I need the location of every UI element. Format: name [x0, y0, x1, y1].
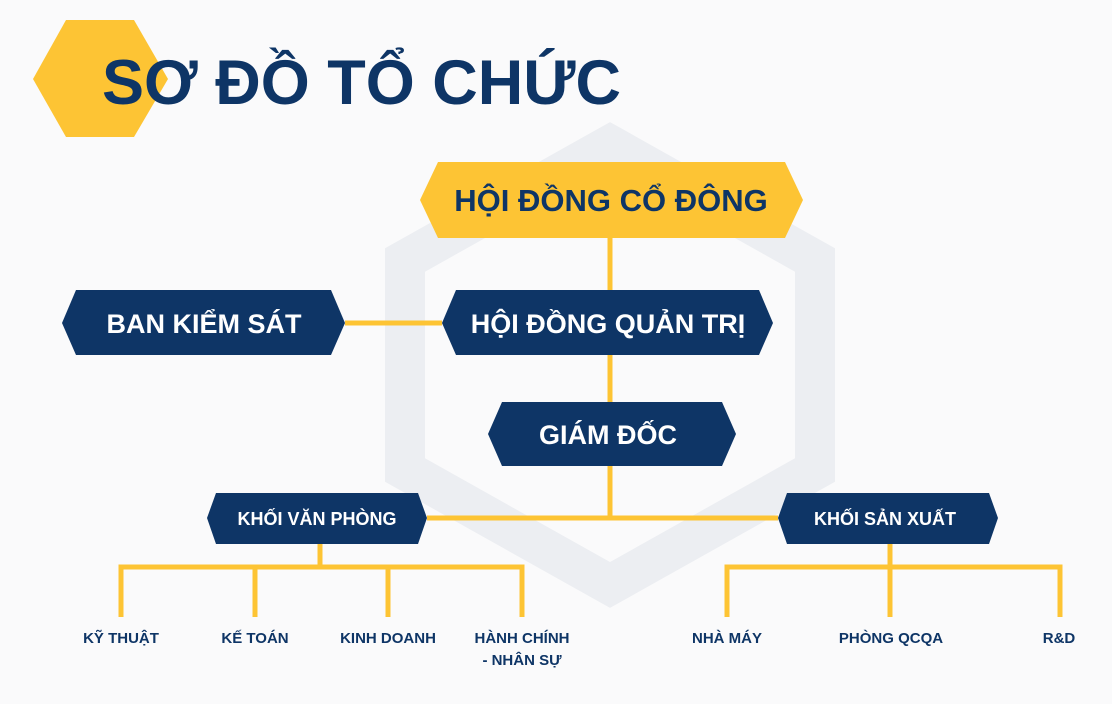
node-shareholders: HỘI ĐỒNG CỔ ĐÔNG — [420, 162, 803, 238]
watermark-logo — [385, 122, 835, 608]
dept-hanh-chinh: HÀNH CHÍNH — [475, 630, 570, 647]
node-director: GIÁM ĐỐC — [488, 402, 736, 466]
node-board: HỘI ĐỒNG QUẢN TRỊ — [442, 290, 773, 355]
node-office-block: KHỐI VĂN PHÒNG — [207, 493, 427, 544]
connector-lines — [118, 238, 1063, 617]
dept-qcqa: PHÒNG QCQA — [839, 629, 943, 647]
svg-text:KHỐI SẢN XUẤT: KHỐI SẢN XUẤT — [814, 508, 956, 529]
page-title: SƠ ĐỒ TỔ CHỨC — [102, 47, 621, 118]
dept-kinh-doanh: KINH DOANH — [340, 630, 436, 647]
node-supervisory: BAN KIỂM SÁT — [62, 290, 345, 355]
dept-rnd: R&D — [1043, 630, 1076, 647]
svg-text:GIÁM ĐỐC: GIÁM ĐỐC — [539, 418, 677, 450]
svg-text:HỘI ĐỒNG CỔ ĐÔNG: HỘI ĐỒNG CỔ ĐÔNG — [454, 182, 767, 218]
node-production-block: KHỐI SẢN XUẤT — [778, 493, 998, 544]
dept-ky-thuat: KỸ THUẬT — [83, 629, 159, 647]
svg-text:HỘI ĐỒNG QUẢN TRỊ: HỘI ĐỒNG QUẢN TRỊ — [471, 307, 746, 339]
dept-nhan-su: - NHÂN SỰ — [482, 651, 562, 669]
svg-text:KHỐI VĂN PHÒNG: KHỐI VĂN PHÒNG — [237, 508, 396, 529]
dept-ke-toan: KẾ TOÁN — [221, 630, 288, 647]
dept-nha-may: NHÀ MÁY — [692, 630, 762, 647]
title-hexagon — [33, 20, 168, 137]
svg-text:BAN KIỂM SÁT: BAN KIỂM SÁT — [107, 308, 303, 339]
